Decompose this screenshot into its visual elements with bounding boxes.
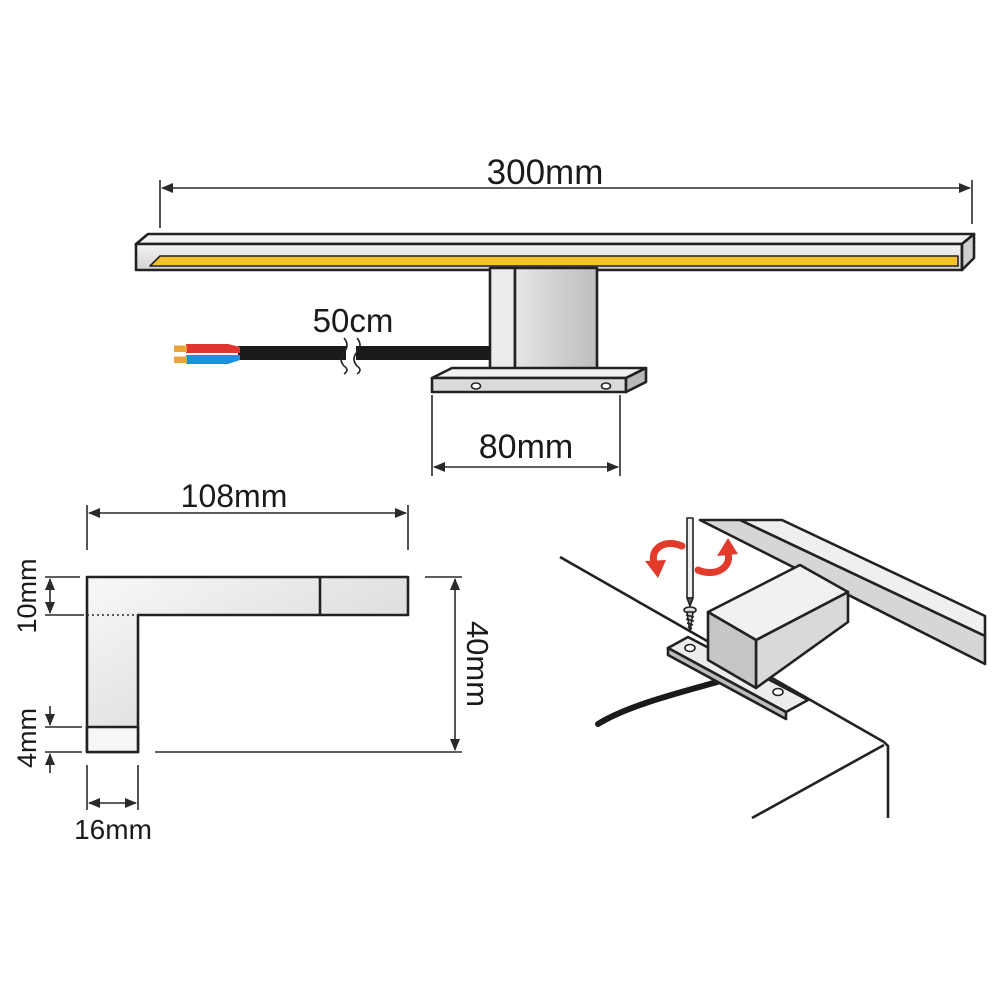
profile-foot bbox=[85, 725, 140, 754]
screw-thread bbox=[685, 614, 695, 630]
dimension-foot-height: 4mm bbox=[12, 706, 82, 773]
side-profile: 108mm 10mm 4mm 40mm bbox=[12, 478, 495, 845]
cable-break-gap bbox=[346, 342, 356, 364]
front-view: 300mm bbox=[134, 153, 976, 476]
bar-end-face bbox=[960, 232, 976, 272]
cabinet-corner-edge bbox=[883, 741, 890, 818]
cable-length-label: 50cm bbox=[313, 302, 394, 339]
rotate-arrow-icon bbox=[645, 538, 738, 578]
plate-hole-right bbox=[772, 687, 784, 697]
mounting-hole-left bbox=[470, 382, 482, 390]
base-plate-front bbox=[430, 376, 628, 394]
wire-core-red bbox=[174, 345, 187, 352]
wire-red bbox=[186, 344, 240, 353]
screwdriver-icon bbox=[686, 517, 694, 607]
plate-hole-left bbox=[684, 643, 696, 653]
base-width-label: 80mm bbox=[479, 428, 573, 466]
base-plate-top bbox=[430, 366, 648, 380]
plate-edge bbox=[666, 646, 788, 721]
total-height-label: 40mm bbox=[460, 621, 495, 707]
mounting-hole-right bbox=[600, 382, 612, 390]
cable-break-mark-left bbox=[340, 337, 348, 375]
installation-illustration bbox=[559, 517, 987, 820]
bar-top-face bbox=[134, 232, 976, 246]
base-plate-side bbox=[624, 366, 648, 394]
screwdriver-shaft bbox=[686, 517, 694, 599]
bar-height-label: 10mm bbox=[12, 558, 42, 633]
dimension-base-width: 80mm bbox=[431, 395, 621, 476]
dimension-stem-width: 16mm bbox=[74, 765, 152, 845]
stand-left-face bbox=[488, 266, 517, 372]
installation-cable bbox=[595, 677, 727, 727]
cable-break-mark-right bbox=[353, 337, 361, 375]
wire-blue bbox=[186, 355, 240, 364]
stem-width-label: 16mm bbox=[74, 814, 152, 845]
dimension-total-height: 40mm bbox=[155, 576, 495, 753]
rotate-arrow-right-head bbox=[717, 538, 738, 556]
base-plate bbox=[430, 366, 648, 394]
dimension-depth: 108mm bbox=[86, 478, 409, 550]
stand-front-face bbox=[513, 266, 599, 372]
led-strip bbox=[149, 255, 959, 267]
foot-height-label: 4mm bbox=[12, 708, 42, 768]
wire-core-blue bbox=[174, 356, 187, 363]
stand-end-face bbox=[706, 610, 758, 690]
screwdriver-tip bbox=[686, 597, 694, 607]
screw-icon bbox=[683, 606, 697, 633]
cable-sheath bbox=[238, 346, 490, 360]
stand bbox=[488, 266, 599, 372]
depth-label: 108mm bbox=[181, 478, 288, 514]
l-profile bbox=[85, 575, 410, 754]
cabinet-front-edge bbox=[751, 743, 885, 820]
rotate-arrow-left-head bbox=[645, 560, 666, 578]
dimension-bar-height: 10mm bbox=[12, 558, 138, 634]
light-bar bbox=[134, 232, 976, 272]
length-label: 300mm bbox=[487, 153, 604, 192]
dimension-length: 300mm bbox=[159, 153, 973, 228]
power-cable: 50cm bbox=[174, 302, 490, 375]
installed-stand bbox=[706, 563, 850, 690]
